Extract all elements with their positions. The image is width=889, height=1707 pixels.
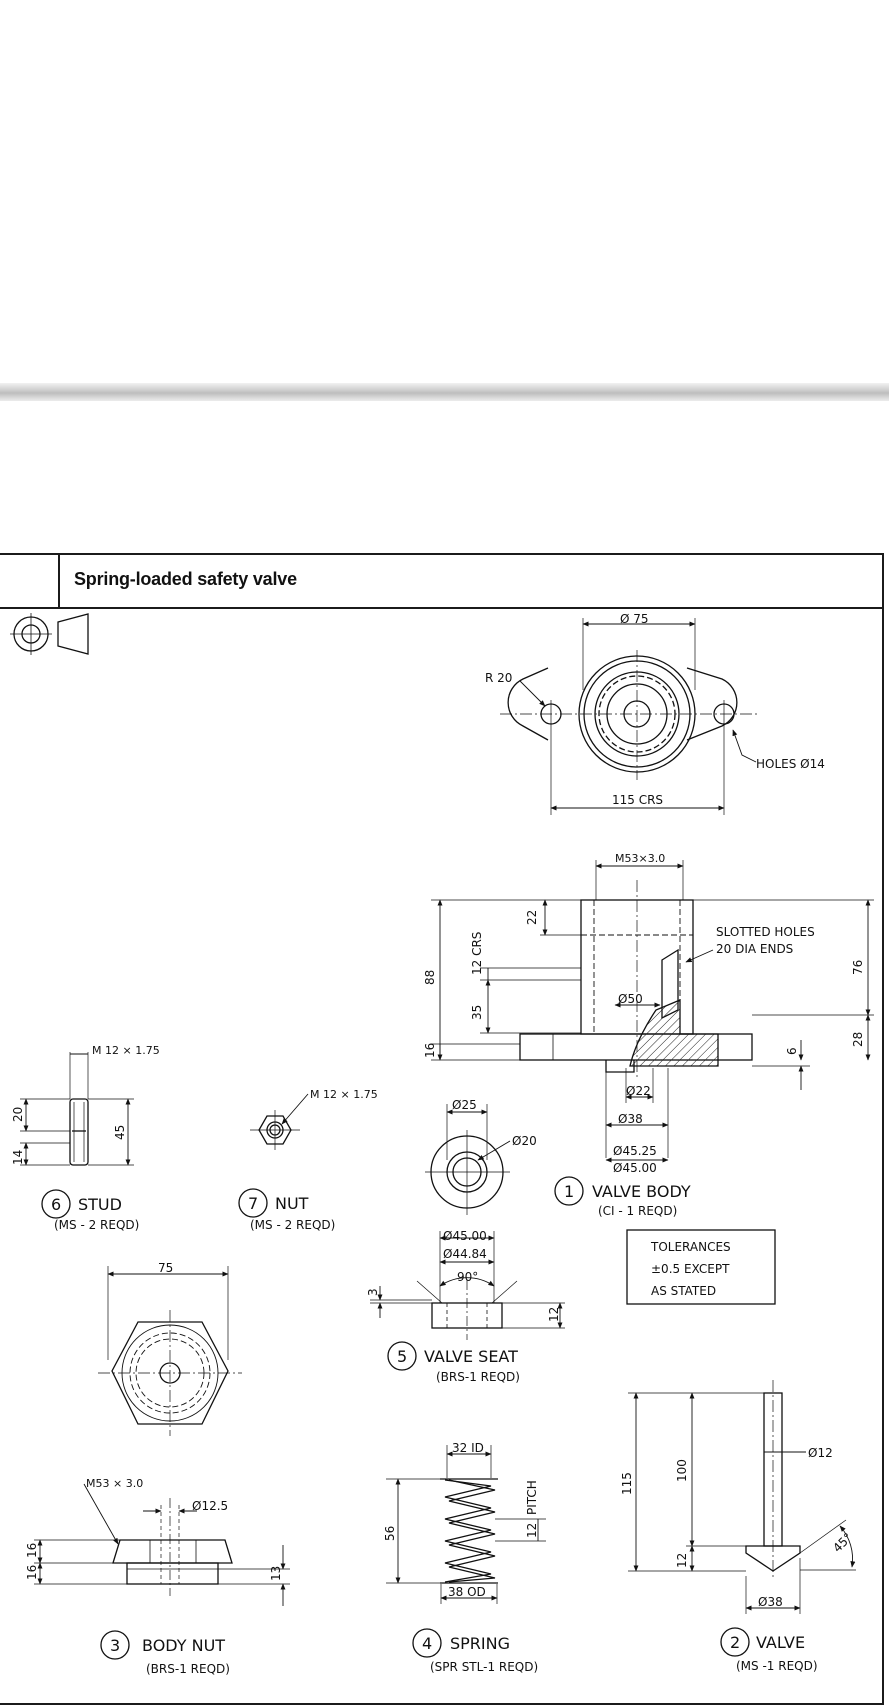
projection-symbol — [10, 613, 89, 655]
body-d28-label: 28 — [851, 1032, 865, 1047]
part-5-name: VALVE SEAT — [424, 1347, 518, 1366]
part-balloon-5 — [387, 1341, 417, 1371]
title-index-cell — [0, 555, 60, 607]
part-2-name: VALVE — [756, 1633, 805, 1652]
part-balloon-3 — [100, 1630, 130, 1660]
slot-note-1: SLOTTED HOLES — [716, 925, 815, 939]
plan-radius-label: R 20 — [485, 671, 512, 685]
drawing-title: Spring-loaded safety valve — [74, 569, 297, 589]
stud-d45-label: 45 — [113, 1125, 127, 1140]
spring-d56-label: 56 — [383, 1526, 397, 1541]
body-nut-d125-label: Ø12.5 — [192, 1499, 228, 1513]
part-balloon-1 — [554, 1176, 584, 1206]
part-6-name: STUD — [78, 1195, 122, 1214]
part-3-spec: (BRS-1 REQD) — [146, 1662, 230, 1676]
valve-angle-label: 45° — [830, 1530, 855, 1555]
body-nut-d16b-label: 16 — [25, 1565, 39, 1580]
stud-d20-label: 20 — [11, 1107, 25, 1122]
body-d76-label: 76 — [851, 960, 865, 975]
body-d16-label: 16 — [423, 1043, 437, 1058]
body-phi4525-label: Ø45.25 — [613, 1144, 657, 1158]
valve-drawing — [628, 1380, 856, 1614]
body-nut-plan-view — [98, 1266, 242, 1436]
part-3-number: 3 — [110, 1636, 120, 1655]
part-1-name: VALVE BODY — [592, 1182, 691, 1201]
body-nut-d16a-label: 16 — [25, 1543, 39, 1558]
valve-d12-label: Ø12 — [808, 1446, 833, 1460]
valve-body-plan-view — [500, 618, 760, 815]
stud-drawing — [20, 1052, 134, 1166]
nut-drawing — [250, 1093, 309, 1150]
valve-d38-label: Ø38 — [758, 1595, 783, 1609]
part-4-spec: (SPR STL-1 REQD) — [430, 1660, 538, 1674]
nut-thread-label: M 12 × 1.75 — [310, 1088, 378, 1101]
body-d88-label: 88 — [423, 970, 437, 985]
body-phi50-label: Ø50 — [618, 992, 643, 1006]
blank-top-area — [0, 0, 889, 383]
seat-plan-d25-label: Ø25 — [452, 1098, 477, 1112]
valve-d115-label: 115 — [620, 1472, 634, 1495]
valve-d100-label: 100 — [675, 1459, 689, 1482]
part-6-number: 6 — [51, 1195, 61, 1214]
tolerance-line-2: ±0.5 EXCEPT — [651, 1262, 730, 1276]
seat-d3-label: 3 — [366, 1288, 380, 1296]
part-4-number: 4 — [422, 1634, 432, 1653]
stud-d14-label: 14 — [11, 1150, 25, 1165]
page-separator — [0, 383, 889, 401]
part-2-spec: (MS -1 REQD) — [736, 1659, 818, 1673]
part-5-number: 5 — [397, 1347, 407, 1366]
seat-d12-label: 12 — [547, 1307, 561, 1322]
valve-body-section — [431, 860, 874, 1163]
body-phi4500-label: Ø45.00 — [613, 1161, 657, 1175]
body-nut-d75-label: 75 — [158, 1261, 173, 1275]
plan-centres-label: 115 CRS — [612, 793, 663, 807]
tolerance-line-3: AS STATED — [651, 1284, 716, 1298]
valve-seat-section — [370, 1231, 565, 1340]
body-d12crs-label: 12 CRS — [470, 932, 484, 975]
body-nut-elevation — [34, 1483, 290, 1606]
part-7-name: NUT — [275, 1194, 309, 1213]
spring-d12-label: 12 — [525, 1523, 539, 1538]
part-6-spec: (MS - 2 REQD) — [54, 1218, 139, 1232]
spring-pitch-label: PITCH — [525, 1480, 539, 1515]
part-7-spec: (MS - 2 REQD) — [250, 1218, 335, 1232]
drawing-sheet: Spring-loaded safety valve — [0, 553, 884, 1705]
valve-seat-plan-view — [425, 1104, 511, 1215]
part-4-name: SPRING — [450, 1634, 510, 1653]
part-1-number: 1 — [564, 1182, 574, 1201]
valve-d12b-label: 12 — [675, 1553, 689, 1568]
body-phi38-label: Ø38 — [618, 1112, 643, 1126]
spring-id-label: 32 ID — [452, 1441, 484, 1455]
seat-angle-label: 90° — [457, 1270, 478, 1284]
part-balloon-7 — [238, 1188, 268, 1218]
body-d6-label: 6 — [785, 1047, 799, 1055]
seat-d4484-label: Ø44.84 — [443, 1247, 487, 1261]
tolerance-box — [626, 1229, 776, 1305]
plan-dia-label: Ø 75 — [620, 612, 649, 626]
body-d22-label: 22 — [525, 910, 539, 925]
seat-d4500-label: Ø45.00 — [443, 1229, 487, 1243]
part-7-number: 7 — [248, 1194, 258, 1213]
spring-drawing — [386, 1445, 546, 1604]
body-thread-label: M53×3.0 — [615, 852, 665, 865]
body-phi22-label: Ø22 — [626, 1084, 651, 1098]
tolerance-line-1: TOLERANCES — [650, 1240, 731, 1254]
part-2-number: 2 — [730, 1633, 740, 1652]
spring-od-label: 38 OD — [448, 1585, 486, 1599]
body-nut-thread-label: M53 × 3.0 — [86, 1477, 143, 1490]
part-3-name: BODY NUT — [142, 1636, 225, 1655]
part-balloon-6 — [41, 1189, 71, 1219]
plan-holes-label: HOLES Ø14 — [756, 757, 825, 771]
stud-thread-label: M 12 × 1.75 — [92, 1044, 160, 1057]
part-balloon-4 — [412, 1628, 442, 1658]
part-1-spec: (CI - 1 REQD) — [598, 1204, 677, 1218]
slot-note-2: 20 DIA ENDS — [716, 942, 793, 956]
part-5-spec: (BRS-1 REQD) — [436, 1370, 520, 1384]
body-nut-d13-label: 13 — [269, 1566, 283, 1581]
body-d35-label: 35 — [470, 1005, 484, 1020]
technical-drawing: Ø 75 R 20 HOLES Ø14 115 CRS M53×3.0 SLOT… — [10, 612, 874, 1676]
seat-plan-d20-label: Ø20 — [512, 1134, 537, 1148]
title-block: Spring-loaded safety valve — [0, 555, 882, 609]
part-balloon-2 — [720, 1627, 750, 1657]
